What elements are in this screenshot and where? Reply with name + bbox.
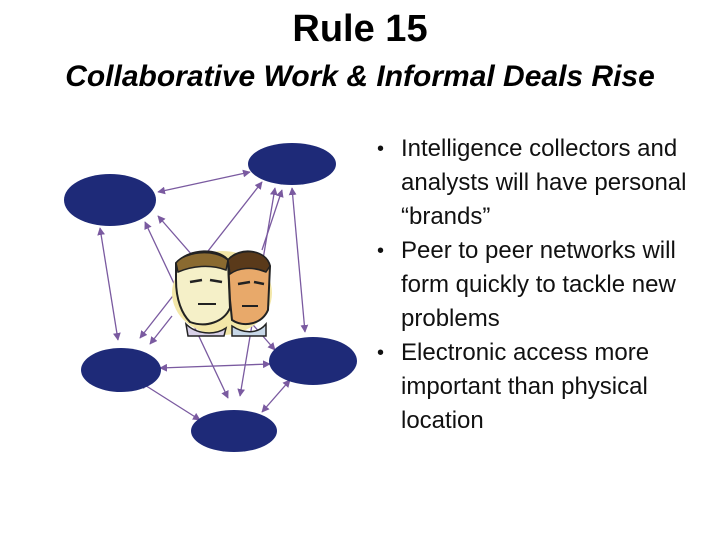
edge-lowerleft-lowerright xyxy=(159,360,271,372)
bullet-item: Peer to peer networks will form quickly … xyxy=(370,234,715,336)
slide-title: Rule 15 xyxy=(292,8,428,50)
network-diagram xyxy=(64,143,357,452)
node-bottom xyxy=(191,410,277,452)
bullet-item: Intelligence collectors and analysts wil… xyxy=(370,132,715,234)
bullet-item: Electronic access more important than ph… xyxy=(370,336,715,438)
edge-upperleft-top xyxy=(157,169,251,195)
edge-upperleft-lowerleft xyxy=(97,227,121,341)
edge-top-lowerright xyxy=(288,187,309,333)
edge-face-top xyxy=(261,189,284,251)
slide-subtitle: Collaborative Work & Informal Deals Rise xyxy=(65,60,655,93)
node-top xyxy=(248,143,336,185)
node-lower-left xyxy=(81,348,161,392)
two-faces-clipart xyxy=(172,250,272,337)
bullet-list: Intelligence collectors and analysts wil… xyxy=(370,132,715,438)
node-upper-left xyxy=(64,174,156,226)
edge-lowerright-bottom xyxy=(261,379,291,413)
network-nodes xyxy=(64,143,357,452)
edge-face-lowerleft xyxy=(149,315,173,345)
node-lower-right xyxy=(269,337,357,385)
edge-lowerleft-bottom xyxy=(139,381,201,421)
